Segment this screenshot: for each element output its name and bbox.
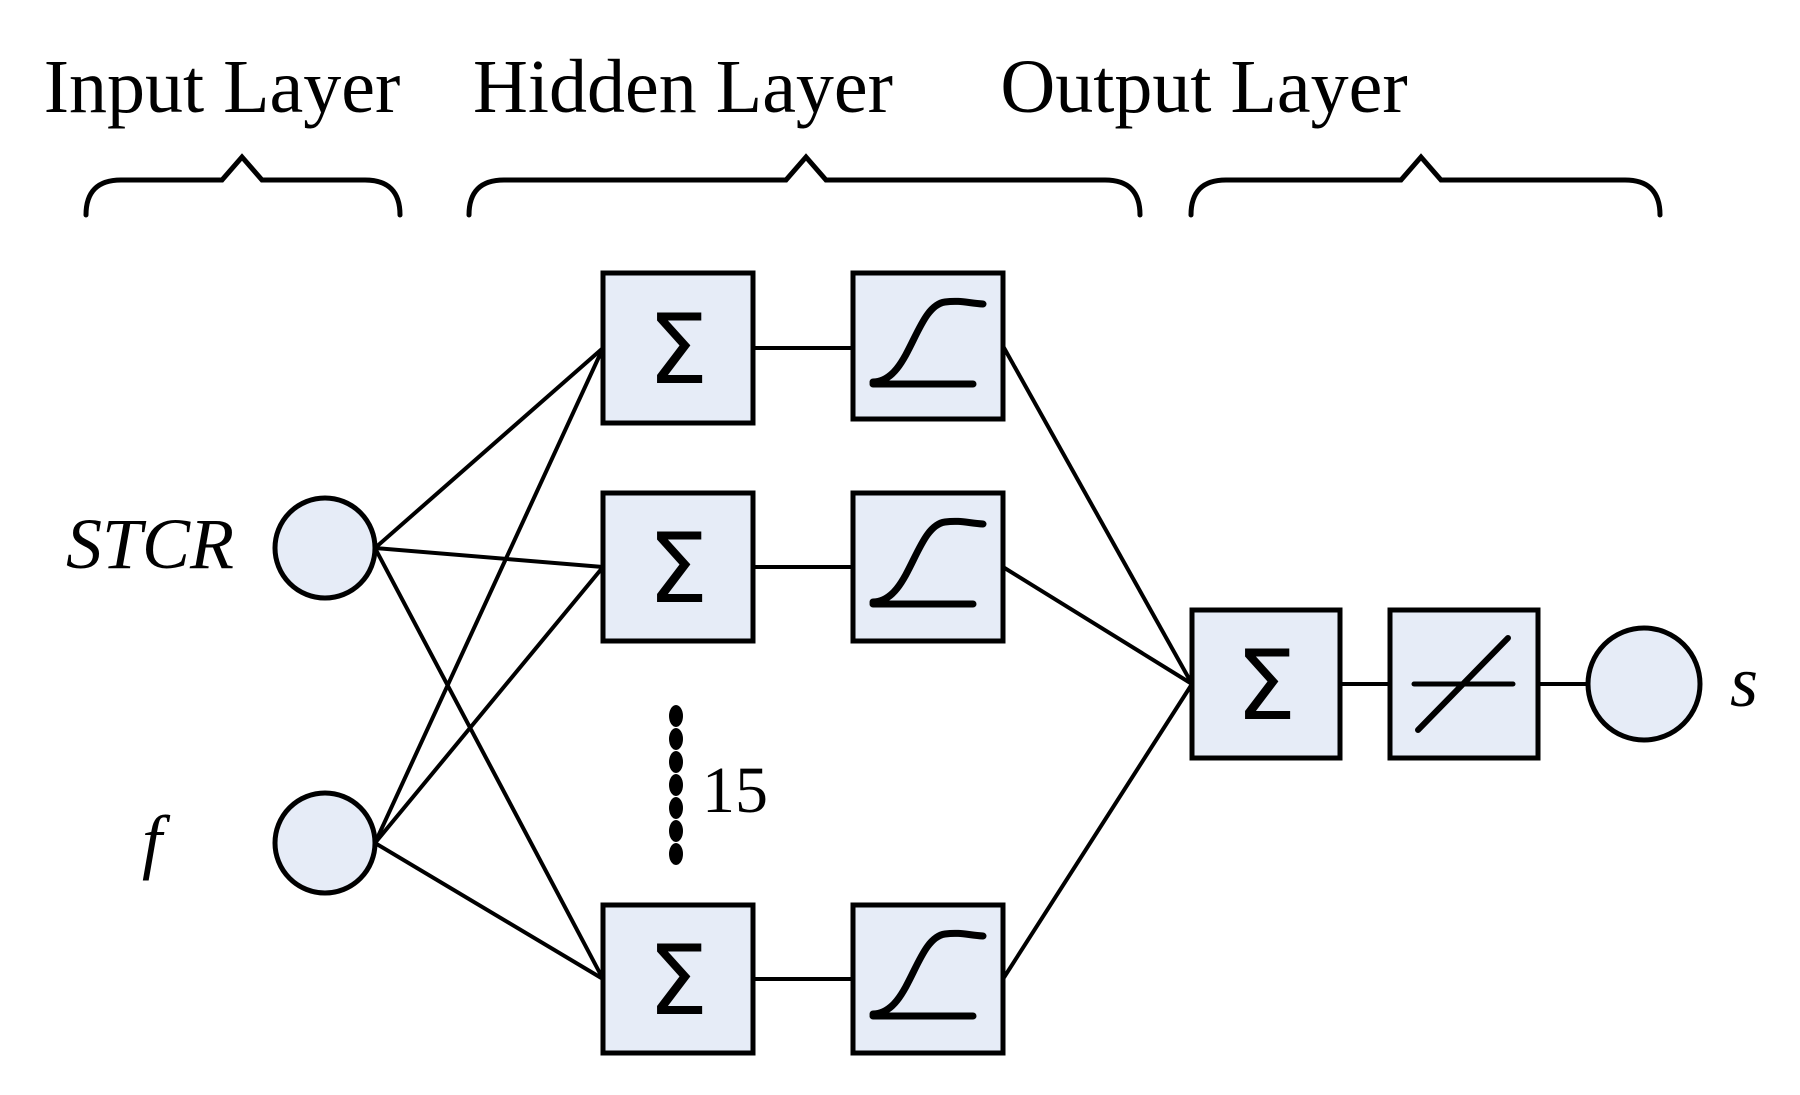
input-node-circle-stcr[interactable]	[272, 495, 378, 601]
hidden-sum-symbol-1: Σ	[648, 294, 709, 406]
hidden-to-output-connections	[1001, 345, 1194, 981]
input-layer-title: Input Layer	[44, 45, 401, 129]
ellipsis-dot	[669, 843, 683, 865]
input-label-f: f	[142, 801, 171, 881]
input-to-hidden-connections	[373, 346, 605, 981]
input-layer-brace	[83, 153, 403, 218]
linear-slope-line	[1415, 635, 1511, 733]
ellipsis-dot	[669, 705, 683, 727]
hidden-sum-symbol-2: Σ	[648, 513, 709, 625]
output-node-circle[interactable]	[1585, 625, 1703, 743]
connection-stcr-to-hidden-2	[374, 546, 604, 569]
hidden-neuron-2[interactable]: Σ	[600, 490, 1006, 644]
ellipsis-dot	[669, 820, 683, 842]
output-sum-symbol: Σ	[1236, 630, 1297, 742]
hidden-sum-box-1[interactable]	[600, 270, 756, 426]
output-neuron[interactable]: Σ	[1189, 607, 1541, 761]
sigmoid-curve-2	[869, 517, 987, 606]
hidden-activation-box-1[interactable]	[850, 270, 1006, 422]
connection-hidden-2-to-output	[1001, 565, 1194, 686]
connection-stcr-to-hidden-1	[373, 346, 605, 550]
hidden-neuron-n[interactable]: Σ	[600, 902, 1006, 1056]
hidden-layer-title: Hidden Layer	[473, 45, 893, 129]
connection-stcr-to-hidden-n	[373, 547, 605, 980]
sigmoid-curve-n	[869, 929, 987, 1018]
input-label-stcr: STCR	[66, 504, 234, 584]
hidden-neuron-1[interactable]: Σ	[600, 270, 1006, 426]
hidden-neuron-count-label: 15	[702, 754, 768, 827]
connection-hidden-n-to-output	[1001, 682, 1194, 981]
hidden-layer-brace	[466, 153, 1143, 218]
sigmoid-curve-1	[869, 297, 987, 386]
ellipsis-dot	[669, 774, 683, 796]
hidden-sum-box-n[interactable]	[600, 902, 756, 1056]
input-node-stcr[interactable]	[272, 495, 378, 601]
input-node-circle-f[interactable]	[272, 790, 378, 896]
ellipsis-dot	[669, 728, 683, 750]
output-node[interactable]	[1585, 625, 1703, 743]
output-sum-box[interactable]	[1189, 607, 1343, 761]
ellipsis-dot	[669, 797, 683, 819]
ellipsis-dot	[669, 751, 683, 773]
connection-f-to-hidden-2	[373, 565, 605, 845]
hidden-activation-box-n[interactable]	[850, 902, 1006, 1056]
hidden-sum-symbol-n: Σ	[648, 925, 709, 1037]
hidden-layer-ellipsis	[669, 705, 683, 865]
hidden-sum-box-2[interactable]	[600, 490, 756, 644]
hidden-activation-box-2[interactable]	[850, 490, 1006, 644]
output-label-s: s	[1730, 642, 1758, 722]
connection-hidden-1-to-output	[1001, 345, 1194, 685]
input-node-f[interactable]	[272, 790, 378, 896]
connection-f-to-hidden-n	[373, 841, 605, 981]
output-layer-title: Output Layer	[1000, 45, 1407, 129]
connection-f-to-hidden-1	[373, 347, 605, 844]
output-layer-brace	[1188, 153, 1663, 218]
